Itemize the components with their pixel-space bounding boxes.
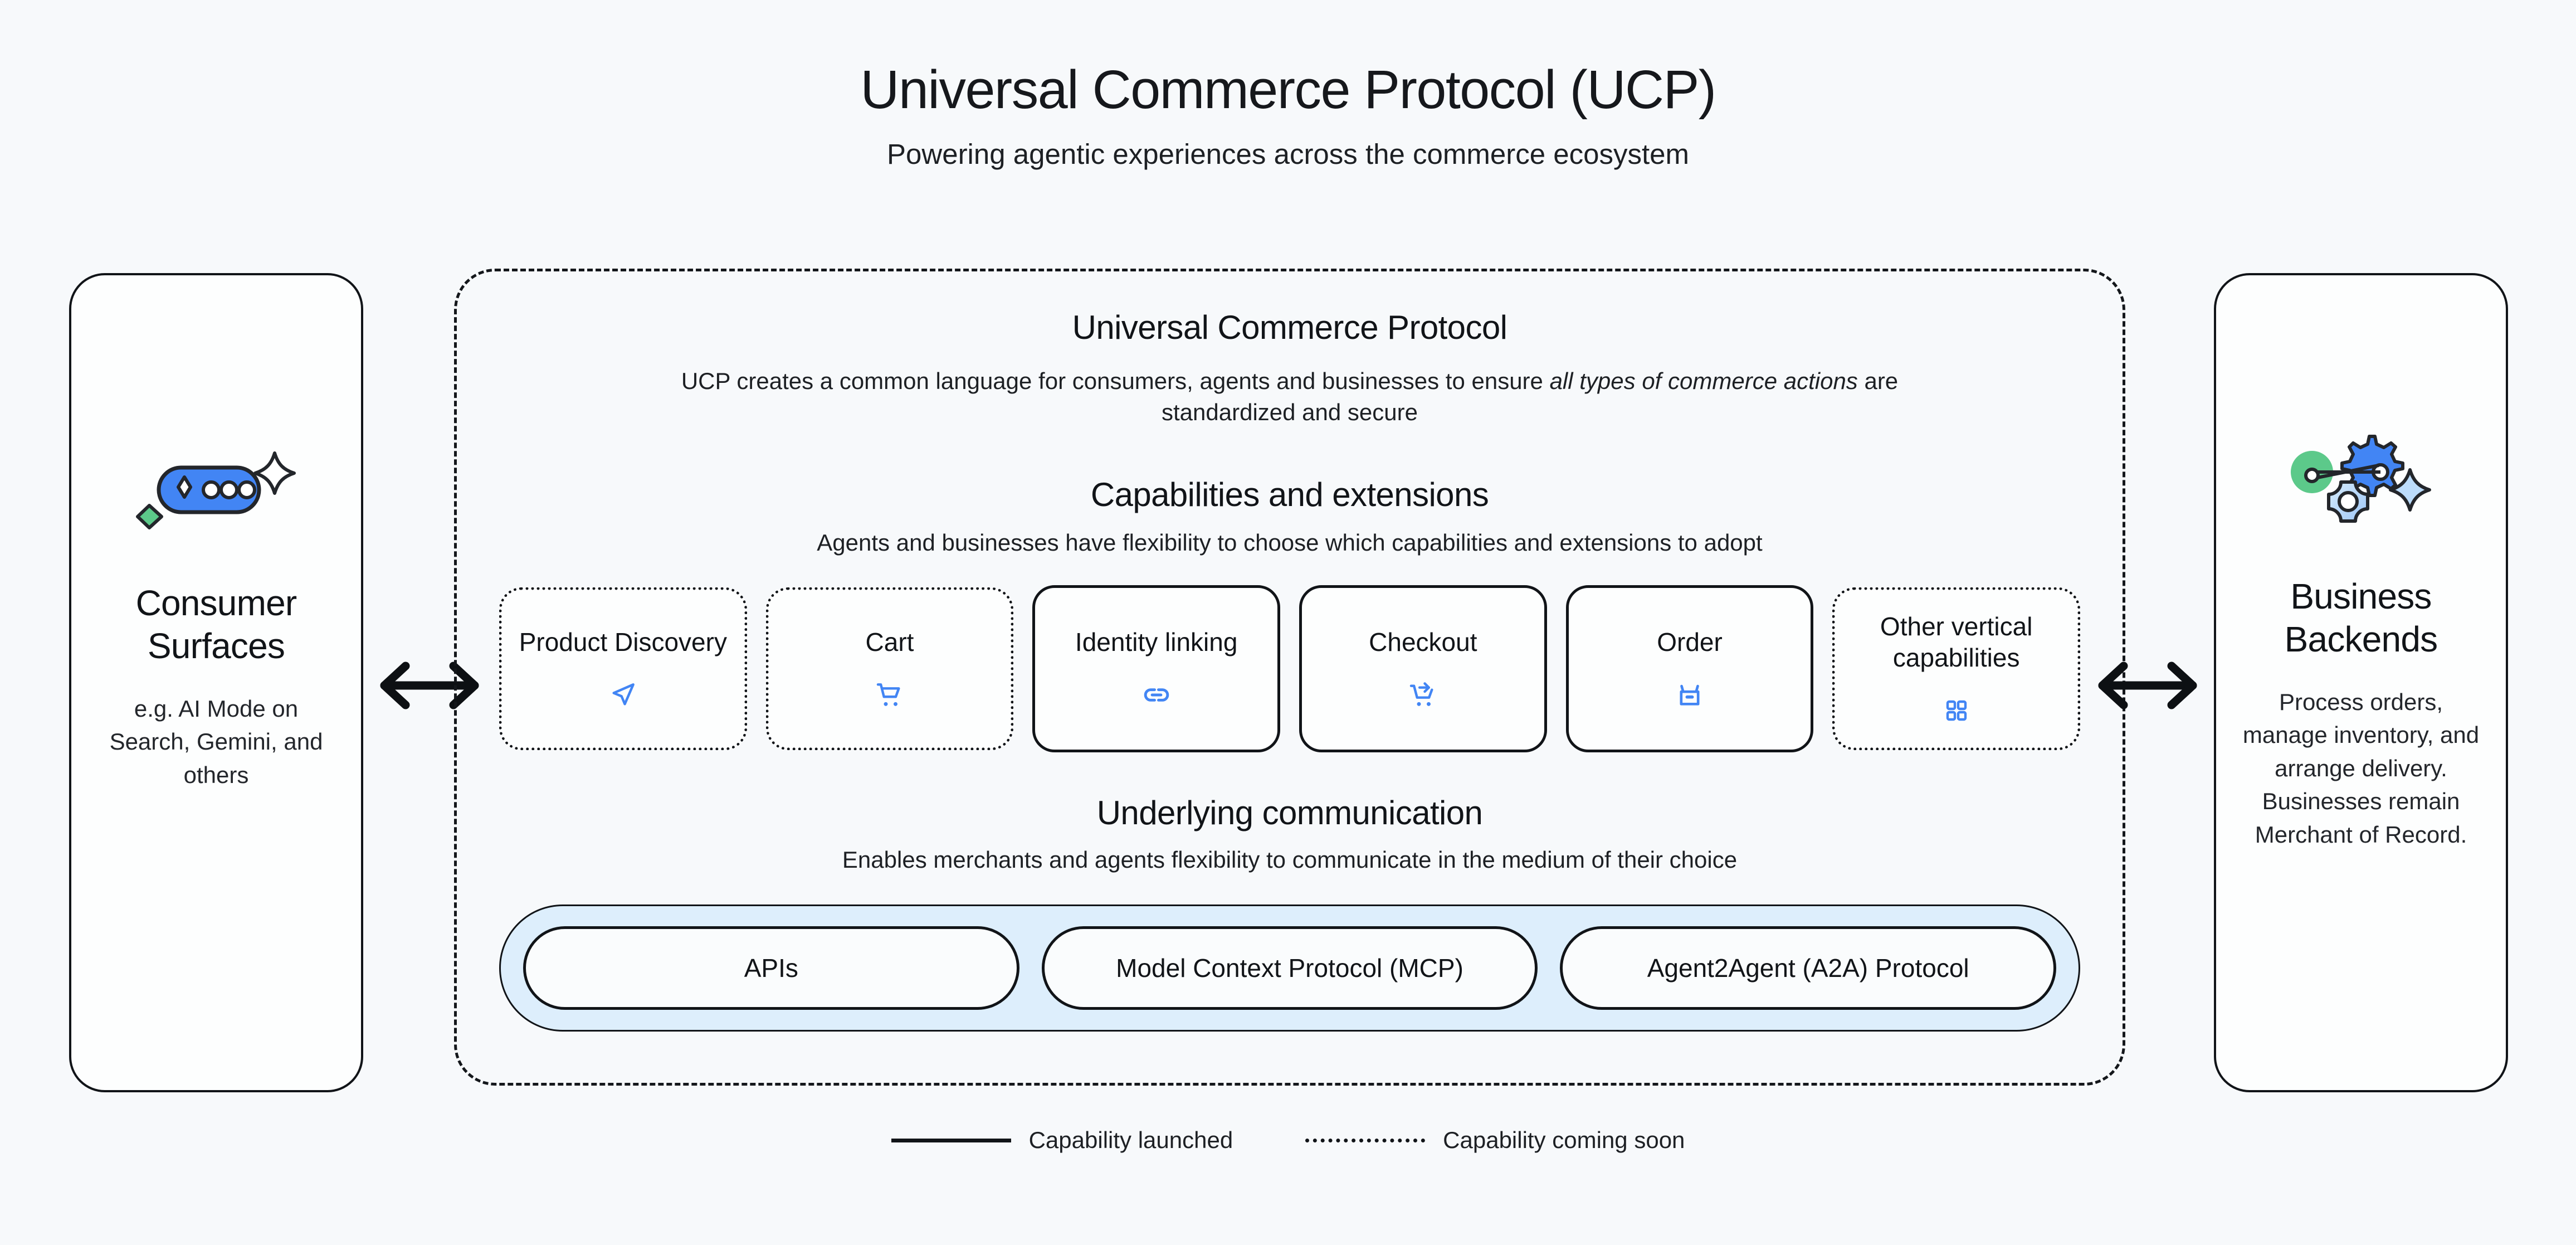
communication-title: Underlying communication bbox=[1096, 794, 1483, 831]
communication-subtitle: Enables merchants and agents flexibility… bbox=[842, 846, 1738, 873]
communication-header: Underlying communication Enables merchan… bbox=[457, 794, 2123, 876]
capability-cards: Product Discovery Cart bbox=[457, 585, 2123, 752]
capability-card-cart[interactable]: Cart bbox=[765, 587, 1014, 750]
shopping-cart-icon bbox=[874, 679, 905, 711]
business-backends-panel[interactable]: Business Backends Process orders, manage… bbox=[2214, 273, 2508, 1092]
gears-and-sparkle-icon bbox=[2283, 431, 2439, 526]
capabilities-title: Capabilities and extensions bbox=[1090, 475, 1489, 513]
ucp-description-pre: UCP creates a common language for consum… bbox=[681, 368, 1550, 394]
link-chain-icon bbox=[1141, 679, 1172, 711]
capability-card-product-discovery[interactable]: Product Discovery bbox=[499, 587, 747, 750]
capability-card-label: Identity linking bbox=[1075, 627, 1238, 656]
ucp-description-post: are standardized and secure bbox=[1162, 368, 1899, 426]
cart-checkout-icon bbox=[1407, 679, 1438, 711]
bidirectional-arrow-icon-right bbox=[2095, 655, 2201, 716]
communication-pill-a2a[interactable]: Agent2Agent (A2A) Protocol bbox=[1560, 926, 2057, 1010]
capability-card-order[interactable]: Order bbox=[1565, 585, 1814, 752]
ucp-description-emphasis: all types of commerce actions bbox=[1549, 368, 1858, 394]
ucp-description: UCP creates a common language for consum… bbox=[457, 366, 2123, 429]
legend-label: Capability launched bbox=[1028, 1127, 1233, 1153]
legend-item-coming-soon: Capability coming soon bbox=[1305, 1127, 1685, 1154]
bidirectional-arrow-icon-left bbox=[377, 655, 482, 716]
consumer-surfaces-panel[interactable]: Consumer Surfaces e.g. AI Mode on Search… bbox=[69, 273, 363, 1092]
legend-dotted-line-icon bbox=[1305, 1138, 1426, 1142]
ucp-header: Universal Commerce Protocol UCP creates … bbox=[457, 271, 2123, 429]
capabilities-header: Capabilities and extensions Agents and b… bbox=[457, 475, 2123, 558]
capability-card-label: Checkout bbox=[1369, 627, 1477, 656]
legend: Capability launched Capability coming so… bbox=[0, 1127, 2576, 1154]
communication-pill-apis[interactable]: APIs bbox=[523, 926, 1019, 1010]
communication-pill-mcp[interactable]: Model Context Protocol (MCP) bbox=[1041, 926, 1538, 1010]
ai-chat-pill-sparkle-icon bbox=[135, 442, 297, 537]
package-box-icon bbox=[1674, 679, 1705, 711]
header: Universal Commerce Protocol (UCP) Poweri… bbox=[0, 61, 2576, 171]
capability-card-label: Order bbox=[1657, 627, 1723, 656]
legend-solid-line-icon bbox=[891, 1138, 1011, 1142]
legend-label: Capability coming soon bbox=[1443, 1127, 1685, 1153]
communication-band: APIs Model Context Protocol (MCP) Agent2… bbox=[499, 904, 2080, 1032]
page-title: Universal Commerce Protocol (UCP) bbox=[860, 59, 1716, 120]
grid-squares-icon bbox=[1943, 694, 1970, 727]
business-backends-description: Process orders, manage inventory, and ar… bbox=[2242, 688, 2480, 848]
capability-card-other-vertical-capabilities[interactable]: Other vertical capabilities bbox=[1832, 587, 2081, 750]
ucp-title: Universal Commerce Protocol bbox=[1072, 309, 1507, 346]
consumer-surfaces-title: Consumer Surfaces bbox=[135, 583, 297, 666]
consumer-surfaces-description: e.g. AI Mode on Search, Gemini, and othe… bbox=[109, 695, 323, 788]
capabilities-subtitle: Agents and businesses have flexibility t… bbox=[817, 529, 1763, 556]
navigation-arrow-icon bbox=[607, 679, 638, 711]
capability-card-label: Other vertical capabilities bbox=[1880, 611, 2033, 672]
business-backends-title: Business Backends bbox=[2284, 576, 2438, 659]
capability-card-checkout[interactable]: Checkout bbox=[1299, 585, 1547, 752]
ucp-panel: Universal Commerce Protocol UCP creates … bbox=[454, 269, 2125, 1086]
capability-card-label: Product Discovery bbox=[519, 627, 727, 656]
legend-item-launched: Capability launched bbox=[891, 1127, 1233, 1154]
capability-card-identity-linking[interactable]: Identity linking bbox=[1032, 585, 1281, 752]
capability-card-label: Cart bbox=[865, 627, 914, 656]
page-subtitle: Powering agentic experiences across the … bbox=[887, 138, 1689, 170]
